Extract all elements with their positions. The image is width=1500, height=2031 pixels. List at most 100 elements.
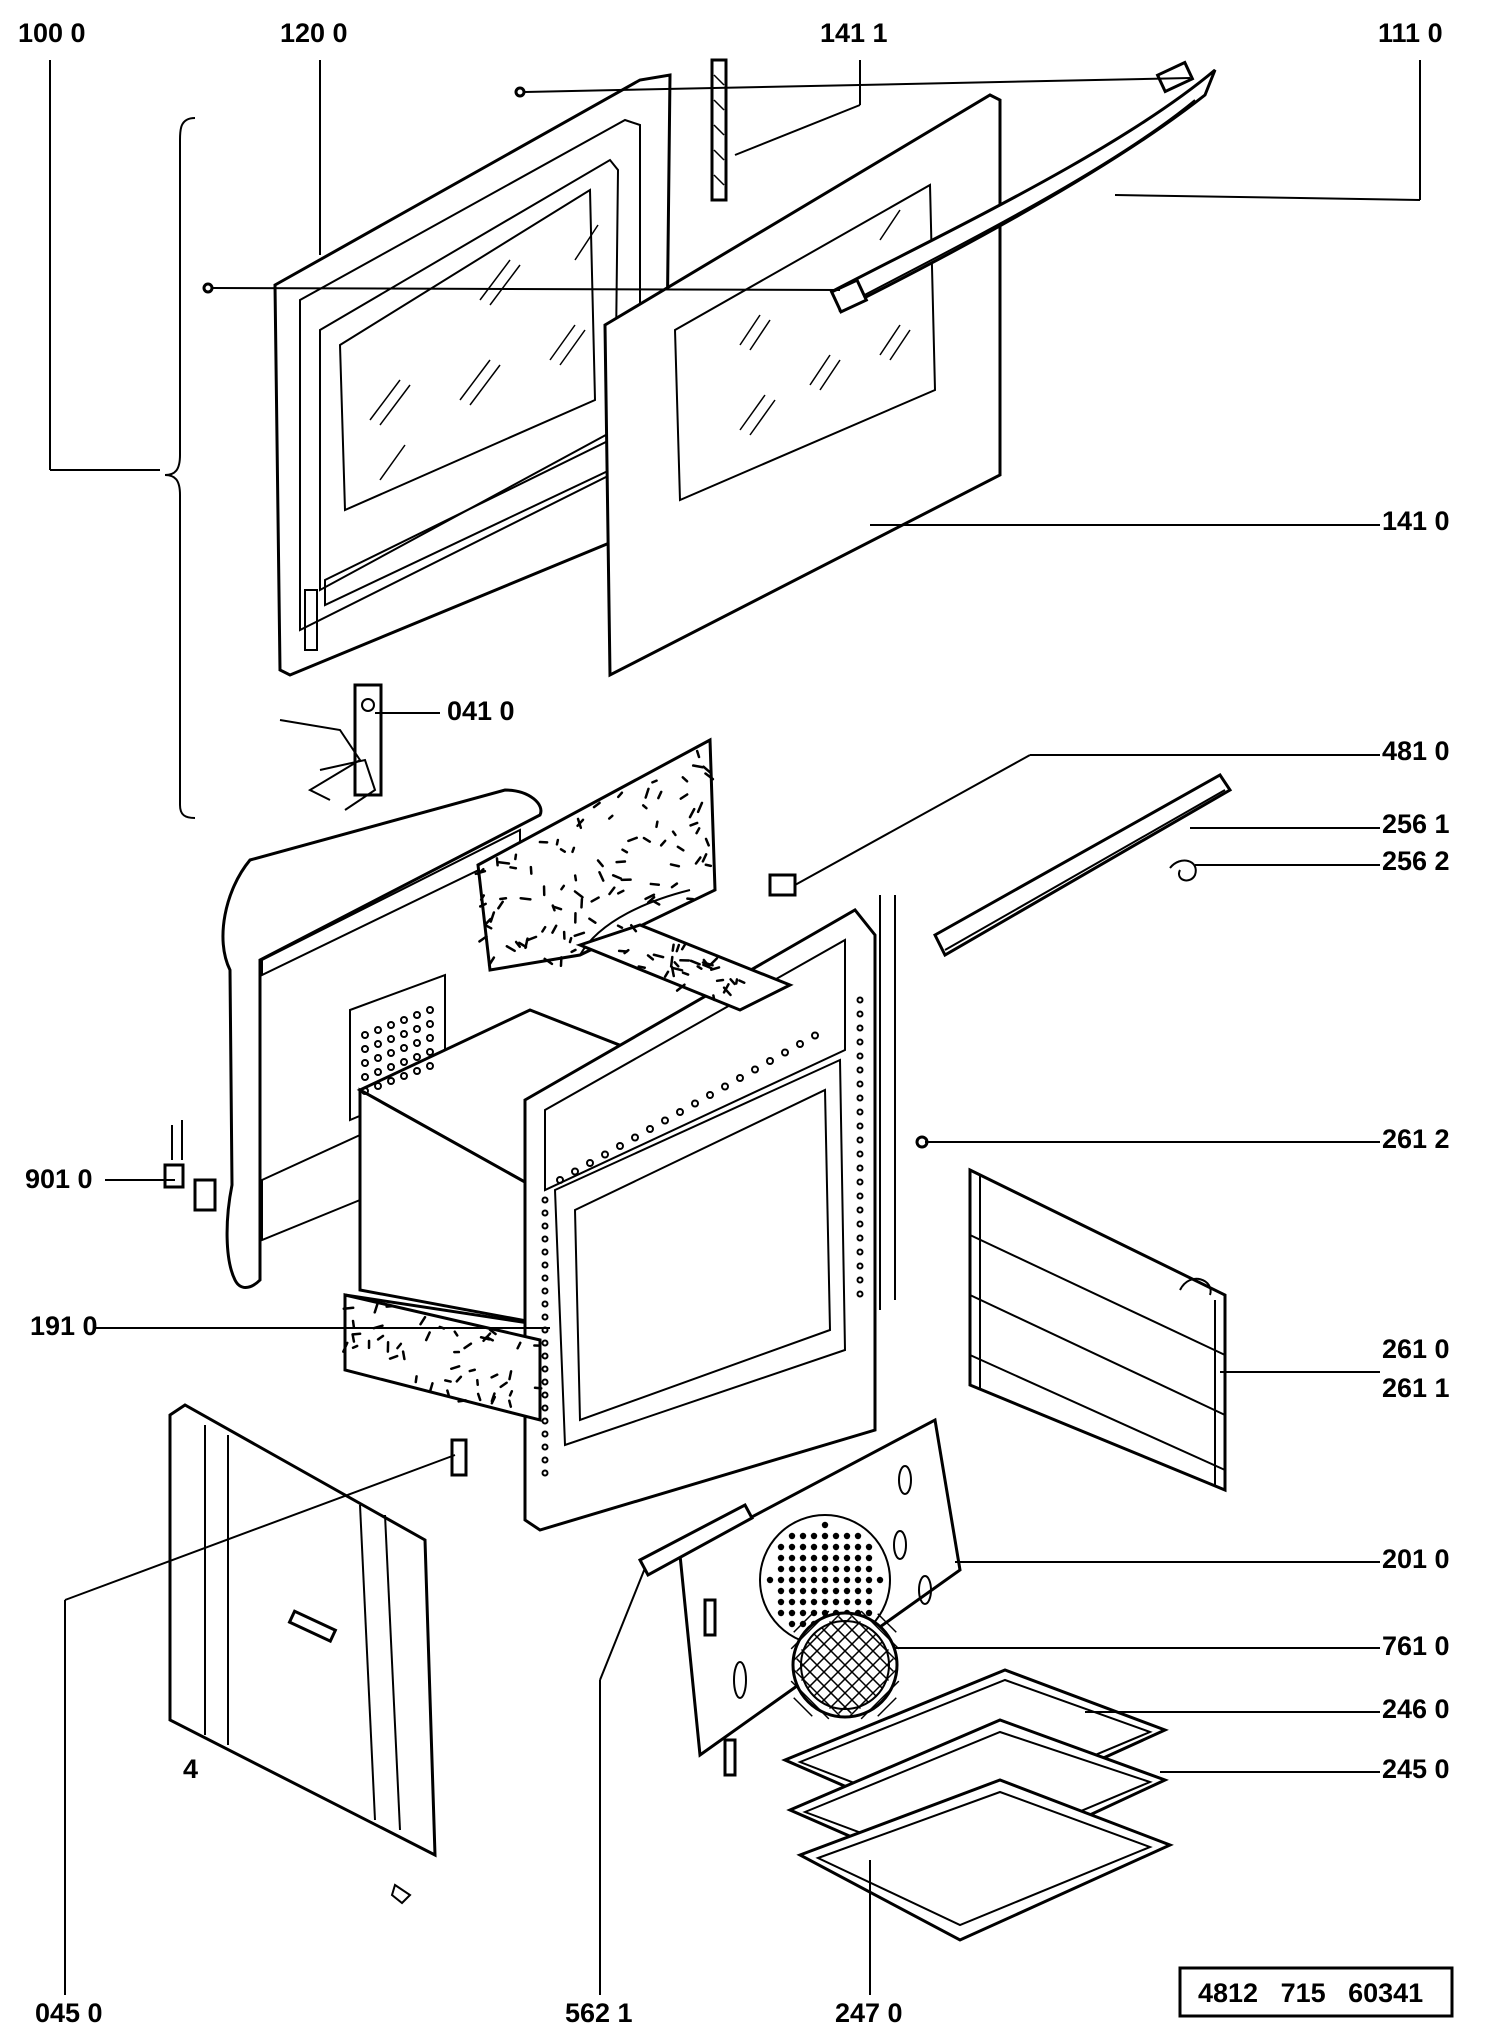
insulation-speck	[514, 940, 522, 948]
mesh-line	[860, 1680, 900, 1720]
insulation-speck	[696, 801, 704, 814]
vent-hole	[413, 1011, 421, 1019]
insulation-speck	[385, 1304, 394, 1308]
fan-hole	[821, 1576, 829, 1584]
insulation-speck	[487, 956, 496, 967]
insulation-speck	[695, 827, 701, 835]
document-number-box: 4812 715 60341	[1178, 1966, 1454, 2018]
insulation-speck	[689, 821, 699, 827]
label-261-2: 261 2	[1382, 1124, 1450, 1154]
vent-hole	[426, 1020, 434, 1028]
insulation-speck	[499, 1381, 508, 1389]
insulation-speck	[551, 904, 556, 912]
insulation-speck	[659, 839, 667, 847]
insulation-speck	[702, 765, 712, 775]
fan-cover-perforations	[766, 1521, 884, 1639]
insulation-speck	[424, 1331, 431, 1342]
frame-hole	[856, 1080, 864, 1088]
label-761-0: 761 0	[1382, 1631, 1450, 1661]
insulation-speck	[388, 1354, 399, 1360]
insulation-speck	[429, 1382, 434, 1392]
insulation-speck	[641, 804, 648, 810]
insulation-speck	[560, 884, 566, 891]
vent-hole	[361, 1087, 369, 1095]
insulation-speck	[509, 866, 518, 870]
frame-hole	[691, 1099, 699, 1108]
mesh-line	[790, 1610, 830, 1650]
insulation-speck	[649, 882, 661, 886]
fan-hole	[799, 1576, 807, 1584]
frame-hole	[856, 1122, 864, 1130]
fan-hole	[832, 1554, 840, 1562]
insulation-speck	[533, 1386, 543, 1390]
insulation-speck	[598, 871, 605, 882]
insulation-speck	[691, 764, 704, 769]
vent-hole	[374, 1082, 382, 1090]
frame-hole	[541, 1209, 549, 1217]
insulation-speck	[351, 1319, 356, 1329]
frame-hole	[661, 1116, 669, 1125]
front-frame	[523, 895, 896, 1532]
fan-hole	[777, 1609, 785, 1617]
frame-hole	[751, 1065, 759, 1074]
thermostat-clip	[163, 1120, 217, 1212]
insulation-speck	[629, 923, 638, 933]
frame-perforations	[361, 996, 864, 1477]
insulation-speck	[590, 896, 600, 903]
mesh-line	[838, 1658, 894, 1714]
insulation-speck	[524, 937, 529, 950]
label-256-1: 256 1	[1382, 809, 1450, 839]
insulation-speck	[670, 965, 676, 978]
fan-hole	[865, 1576, 873, 1584]
vent-hole	[361, 1045, 369, 1053]
vent-hole	[413, 1067, 421, 1075]
label-245-0: 245 0	[1382, 1754, 1450, 1784]
insulation-speck	[607, 814, 614, 820]
insulation-speck	[489, 911, 496, 923]
frame-hole	[736, 1074, 744, 1082]
frame-hole	[856, 1038, 864, 1046]
insulation-speck	[676, 845, 685, 852]
insulation-speck	[652, 953, 665, 959]
fan-hole	[821, 1587, 829, 1595]
label-141-1: 141 1	[820, 18, 888, 48]
frame-hole	[541, 1248, 549, 1256]
insulation-speck	[396, 1342, 403, 1350]
frame-hole	[586, 1159, 594, 1167]
insulation-speck	[669, 863, 681, 868]
fan-hole	[799, 1543, 807, 1551]
frame-hole	[541, 1352, 549, 1360]
insulation-speck	[573, 874, 578, 882]
fan-hole	[810, 1554, 818, 1562]
fan-hole	[799, 1565, 807, 1573]
frame-hole	[541, 1287, 549, 1295]
fan-hole	[799, 1598, 807, 1606]
mesh-line	[877, 1613, 897, 1633]
mesh-line	[793, 1613, 813, 1633]
label-191-0: 191 0	[30, 1311, 98, 1341]
fan-hole	[777, 1543, 785, 1551]
insulation-speck	[479, 894, 486, 901]
leader-lines	[49, 60, 1421, 1995]
label-481-0: 481 0	[1382, 736, 1450, 766]
frame-hole	[796, 1040, 804, 1048]
frame-hole	[856, 1206, 864, 1214]
mesh-line	[790, 1680, 830, 1720]
glass-spring-strip	[710, 58, 728, 202]
frame-hole	[541, 1469, 549, 1477]
frame-hole	[766, 1057, 774, 1065]
fan-hole	[843, 1543, 851, 1551]
fan-hole	[821, 1565, 829, 1573]
insulation-speck	[497, 861, 511, 865]
insulation-speck	[592, 801, 601, 809]
frame-hole	[856, 1066, 864, 1074]
vent-hole	[400, 1044, 408, 1052]
insulation-speck	[644, 893, 656, 901]
fan-hole	[788, 1565, 796, 1573]
insulation-speck	[342, 1306, 355, 1310]
insulation-speck	[681, 971, 690, 976]
outer-glass-panel	[603, 93, 1002, 678]
insulation-speck	[646, 954, 655, 961]
frame-hole	[541, 1261, 549, 1269]
insulation-speck	[663, 970, 670, 978]
